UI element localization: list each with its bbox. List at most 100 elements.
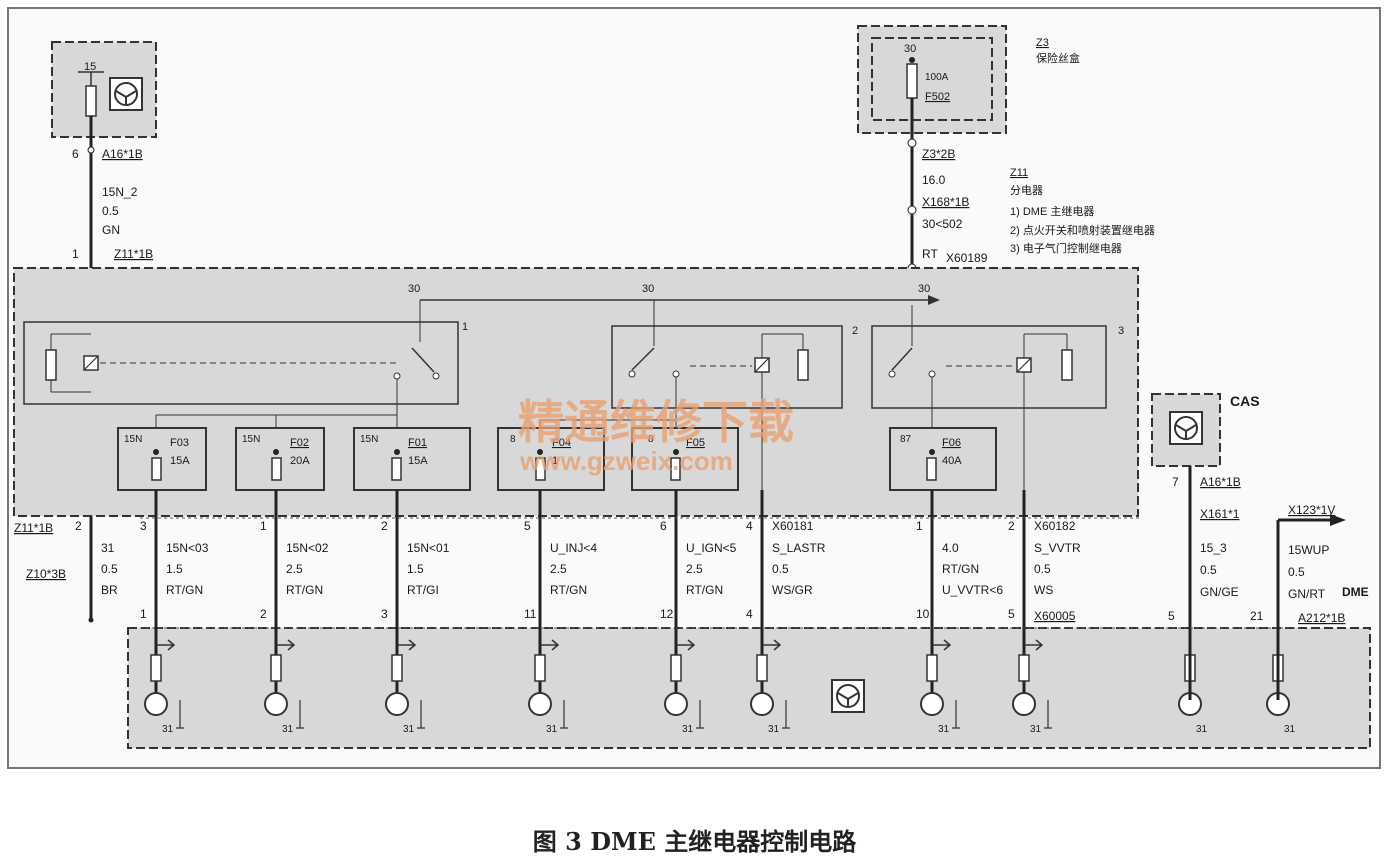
wire-splice-6: X60181	[772, 519, 814, 533]
wire-size-15n-2: 0.5	[102, 204, 119, 218]
relay-2-terminal: 30	[642, 283, 654, 295]
ground-label-2: 31	[282, 724, 294, 735]
ground-label-6: 31	[768, 724, 780, 735]
wire-pin-bottom-2: 2	[260, 607, 267, 621]
transistor-2	[264, 692, 288, 716]
wire-pin-bottom-6: 4	[746, 607, 753, 621]
wire-pin-top-7: 1	[916, 519, 923, 533]
wire-pin-top-0: 2	[75, 519, 82, 533]
relay-3-number: 3	[1118, 325, 1124, 337]
wire-size-8: 0.5	[1034, 562, 1051, 576]
wire-name-15n-2: 15N_2	[102, 185, 138, 199]
cas-connector-a16: A16*1B	[1200, 475, 1241, 489]
wire-size-5: 2.5	[686, 562, 703, 576]
svg-text:15A: 15A	[408, 455, 428, 467]
cas-control-unit-icon	[1169, 411, 1203, 445]
input-resistor-6	[756, 654, 768, 682]
wire-name-4: U_INJ<4	[550, 541, 597, 555]
signal-arrow-4	[540, 639, 560, 651]
figure-caption: 图 3 DME 主继电器控制电路	[532, 827, 857, 856]
transistor-6	[750, 692, 774, 716]
dme-box	[127, 627, 1371, 749]
wire-pin-top-8: 2	[1008, 519, 1015, 533]
input-resistor-3	[391, 654, 403, 682]
splice-x60189: X60189	[946, 251, 988, 265]
fuse-f06: 87 F06 40A	[889, 427, 997, 491]
wire-color-1: RT/GN	[166, 583, 203, 597]
transistor-8	[1012, 692, 1036, 716]
ground-symbol-2	[296, 700, 304, 729]
ground-symbol-6	[782, 700, 790, 729]
wire-pin-top-2: 1	[260, 519, 267, 533]
svg-text:20A: 20A	[290, 455, 310, 467]
wire-splice2-8: X60005	[1034, 609, 1076, 623]
signal-arrow-5	[676, 639, 696, 651]
svg-text:F02: F02	[290, 437, 309, 449]
ground-symbol-4	[560, 700, 568, 729]
wire-pin-bottom-8: 5	[1008, 607, 1015, 621]
ground-label-8: 31	[1030, 724, 1042, 735]
wire-size-6: 0.5	[772, 562, 789, 576]
wire-color-8: WS	[1034, 583, 1053, 597]
wire-pin-bottom-1: 1	[140, 607, 147, 621]
wire-name-0: 31	[101, 541, 115, 555]
signal-arrow-3	[397, 639, 417, 651]
fuse-f502-symbol	[906, 63, 918, 99]
z11-id: Z11	[1010, 167, 1028, 179]
signal-arrow-1	[156, 639, 176, 651]
ground-label-x1: 31	[1284, 724, 1296, 735]
wire-pin-top-1: 3	[140, 519, 147, 533]
svg-text:8: 8	[510, 434, 516, 445]
connector-a16-1b: A16*1B	[102, 147, 143, 161]
wire-pin-bottom-3: 3	[381, 607, 388, 621]
fuse-f01: 15N F01 15A	[353, 427, 471, 491]
signal-arrow-2	[276, 639, 296, 651]
wire-color-0: BR	[101, 583, 118, 597]
input-resistor-2	[270, 654, 282, 682]
svg-text:40A: 40A	[942, 455, 962, 467]
cas-wire-color: GN/GE	[1200, 585, 1239, 599]
transistor-5	[664, 692, 688, 716]
wire-size-30-502: 16.0	[922, 173, 946, 187]
ground-label-4: 31	[546, 724, 558, 735]
svg-text:F04: F04	[552, 437, 571, 449]
svg-text:1: 1	[552, 455, 558, 467]
wire-pin-bottom-5: 12	[660, 607, 674, 621]
watermark-title: 精通维修下载	[518, 396, 794, 448]
ground-label-1: 31	[162, 724, 174, 735]
ground-label-3: 31	[403, 724, 415, 735]
fuse-f03: 15N F03 15A	[117, 427, 207, 491]
wire-size-0: 0.5	[101, 562, 118, 576]
wire-pin-top-4: 5	[524, 519, 531, 533]
input-resistor-8	[1018, 654, 1030, 682]
relay-1-number: 1	[462, 321, 468, 333]
fuse-f502-label: F502	[925, 91, 950, 103]
ground-symbol-5	[696, 700, 704, 729]
wire-name-5: U_IGN<5	[686, 541, 737, 555]
wire-color-6: WS/GR	[772, 583, 813, 597]
pin-1: 1	[72, 247, 79, 261]
fuse-f05: 8 F05	[631, 427, 739, 491]
cas-label: CAS	[1230, 393, 1260, 409]
wire-name-6: S_LASTR	[772, 541, 826, 555]
connector-a212-1b: A212*1B	[1298, 611, 1345, 625]
input-resistor-4	[534, 654, 546, 682]
wire-color-4: RT/GN	[550, 583, 587, 597]
control-unit-icon	[109, 77, 143, 111]
wire-color-2: RT/GN	[286, 583, 323, 597]
wire-splice-8: X60182	[1034, 519, 1076, 533]
cas-pin: 7	[1172, 475, 1179, 489]
ground-symbol-8	[1044, 700, 1052, 729]
ground-label-5: 31	[682, 724, 694, 735]
ground-terminal	[88, 617, 94, 623]
wire-size-3: 1.5	[407, 562, 424, 576]
signal-arrow-8	[1024, 639, 1044, 651]
wire-pin-bottom-4: 11	[524, 607, 537, 621]
wire-pin-bottom-7: 10	[916, 607, 930, 621]
wire-name-30-502: 30<502	[922, 217, 963, 231]
wire-size-1: 1.5	[166, 562, 183, 576]
ground-label-7: 31	[938, 724, 950, 735]
z11-item-2: 2) 点火开关和喷射装置继电器	[1010, 223, 1155, 237]
connector-x168-1b: X168*1B	[922, 195, 969, 209]
connector-z11-1b-top: Z11*1B	[114, 247, 153, 261]
